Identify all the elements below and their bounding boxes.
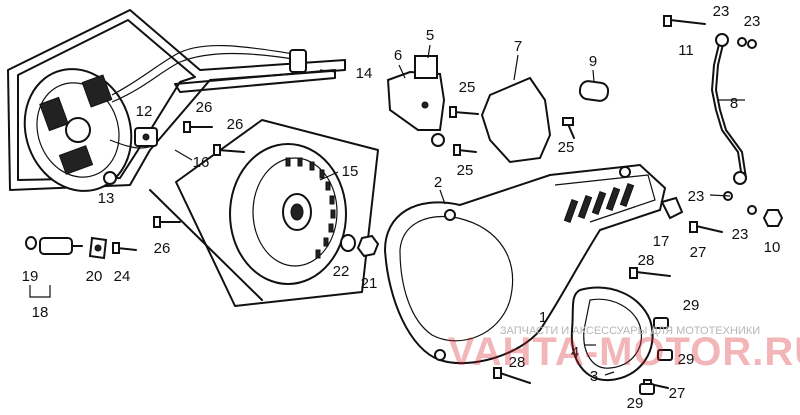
flywheel-group-outline bbox=[175, 119, 379, 307]
grommet-9-drawing bbox=[578, 80, 610, 102]
contact-breaker-drawing bbox=[386, 55, 446, 147]
callout-2: 2 bbox=[434, 174, 442, 191]
gasket-4-drawing bbox=[570, 286, 654, 382]
stator-coil-drawing bbox=[23, 44, 307, 192]
callout-27b: 27 bbox=[669, 385, 686, 402]
callout-11: 11 bbox=[678, 42, 694, 59]
washer-22-drawing bbox=[340, 234, 356, 252]
flywheel-group-line bbox=[149, 189, 263, 301]
callout-16: 16 bbox=[193, 154, 210, 171]
callout-29c: 29 bbox=[627, 395, 644, 412]
callout-29a: 29 bbox=[683, 297, 700, 314]
callout-10: 10 bbox=[764, 239, 781, 256]
callout-4: 4 bbox=[571, 344, 579, 361]
callout-25b: 25 bbox=[457, 162, 474, 179]
callout-26c: 26 bbox=[154, 240, 171, 257]
stator-assembly-outline-inner bbox=[17, 19, 196, 181]
callout-9: 9 bbox=[589, 53, 597, 70]
bolts-26-drawing bbox=[153, 121, 245, 228]
callout-24: 24 bbox=[114, 268, 131, 285]
callout-19: 19 bbox=[22, 268, 39, 285]
callout-27a: 27 bbox=[690, 244, 707, 261]
callout-28a: 28 bbox=[638, 252, 655, 269]
callout-23a: 23 bbox=[713, 3, 730, 20]
callout-29b: 29 bbox=[678, 351, 695, 368]
callout-6: 6 bbox=[394, 47, 402, 64]
callout-26a: 26 bbox=[196, 99, 213, 116]
callout-25c: 25 bbox=[558, 139, 575, 156]
bracket-18-19 bbox=[29, 285, 51, 298]
clips-29-drawing bbox=[639, 317, 673, 395]
grommet-13-drawing bbox=[103, 171, 117, 185]
callout-22: 22 bbox=[333, 263, 350, 280]
bolts-25-drawing bbox=[449, 106, 575, 156]
leader-lines bbox=[174, 44, 745, 376]
wire-harness-line bbox=[174, 69, 336, 93]
callout-26b: 26 bbox=[227, 116, 244, 133]
callout-labels: 1 2 3 4 5 6 7 8 9 10 11 12 13 14 15 16 1… bbox=[22, 3, 781, 412]
gasket-7-drawing bbox=[480, 76, 552, 164]
callout-17: 17 bbox=[653, 233, 670, 250]
nut-21-drawing bbox=[356, 234, 380, 258]
watermark-tagline: ЗАПЧАСТИ И АКСЕССУАРЫ ДЛЯ МОТОТЕХНИКИ bbox=[500, 325, 760, 337]
callout-23b: 23 bbox=[744, 13, 761, 30]
callout-21: 21 bbox=[361, 275, 378, 292]
pulser-coil-drawing bbox=[134, 127, 158, 147]
callout-1: 1 bbox=[539, 309, 547, 326]
callout-8: 8 bbox=[730, 95, 738, 112]
callout-28b: 28 bbox=[509, 354, 526, 371]
callout-14: 14 bbox=[356, 65, 373, 82]
callout-20: 20 bbox=[86, 268, 103, 285]
crankcase-cover-drawing bbox=[383, 163, 667, 365]
callout-13: 13 bbox=[98, 190, 115, 207]
callout-23d: 23 bbox=[732, 226, 749, 243]
callout-3: 3 bbox=[590, 368, 598, 385]
dowel-17-drawing bbox=[660, 196, 684, 220]
callout-15: 15 bbox=[342, 163, 359, 180]
callout-25a: 25 bbox=[459, 79, 476, 96]
callout-23c: 23 bbox=[688, 188, 705, 205]
flywheel-rotor-drawing bbox=[229, 143, 347, 285]
oil-pipe-drawing bbox=[663, 15, 784, 227]
callout-18: 18 bbox=[32, 304, 49, 321]
callout-12: 12 bbox=[136, 103, 153, 120]
callout-5: 5 bbox=[426, 27, 434, 44]
neutral-switch-drawing bbox=[25, 236, 137, 260]
watermark-site: VAHTA-MOTOR.RU bbox=[448, 330, 800, 374]
callout-7: 7 bbox=[514, 38, 522, 55]
